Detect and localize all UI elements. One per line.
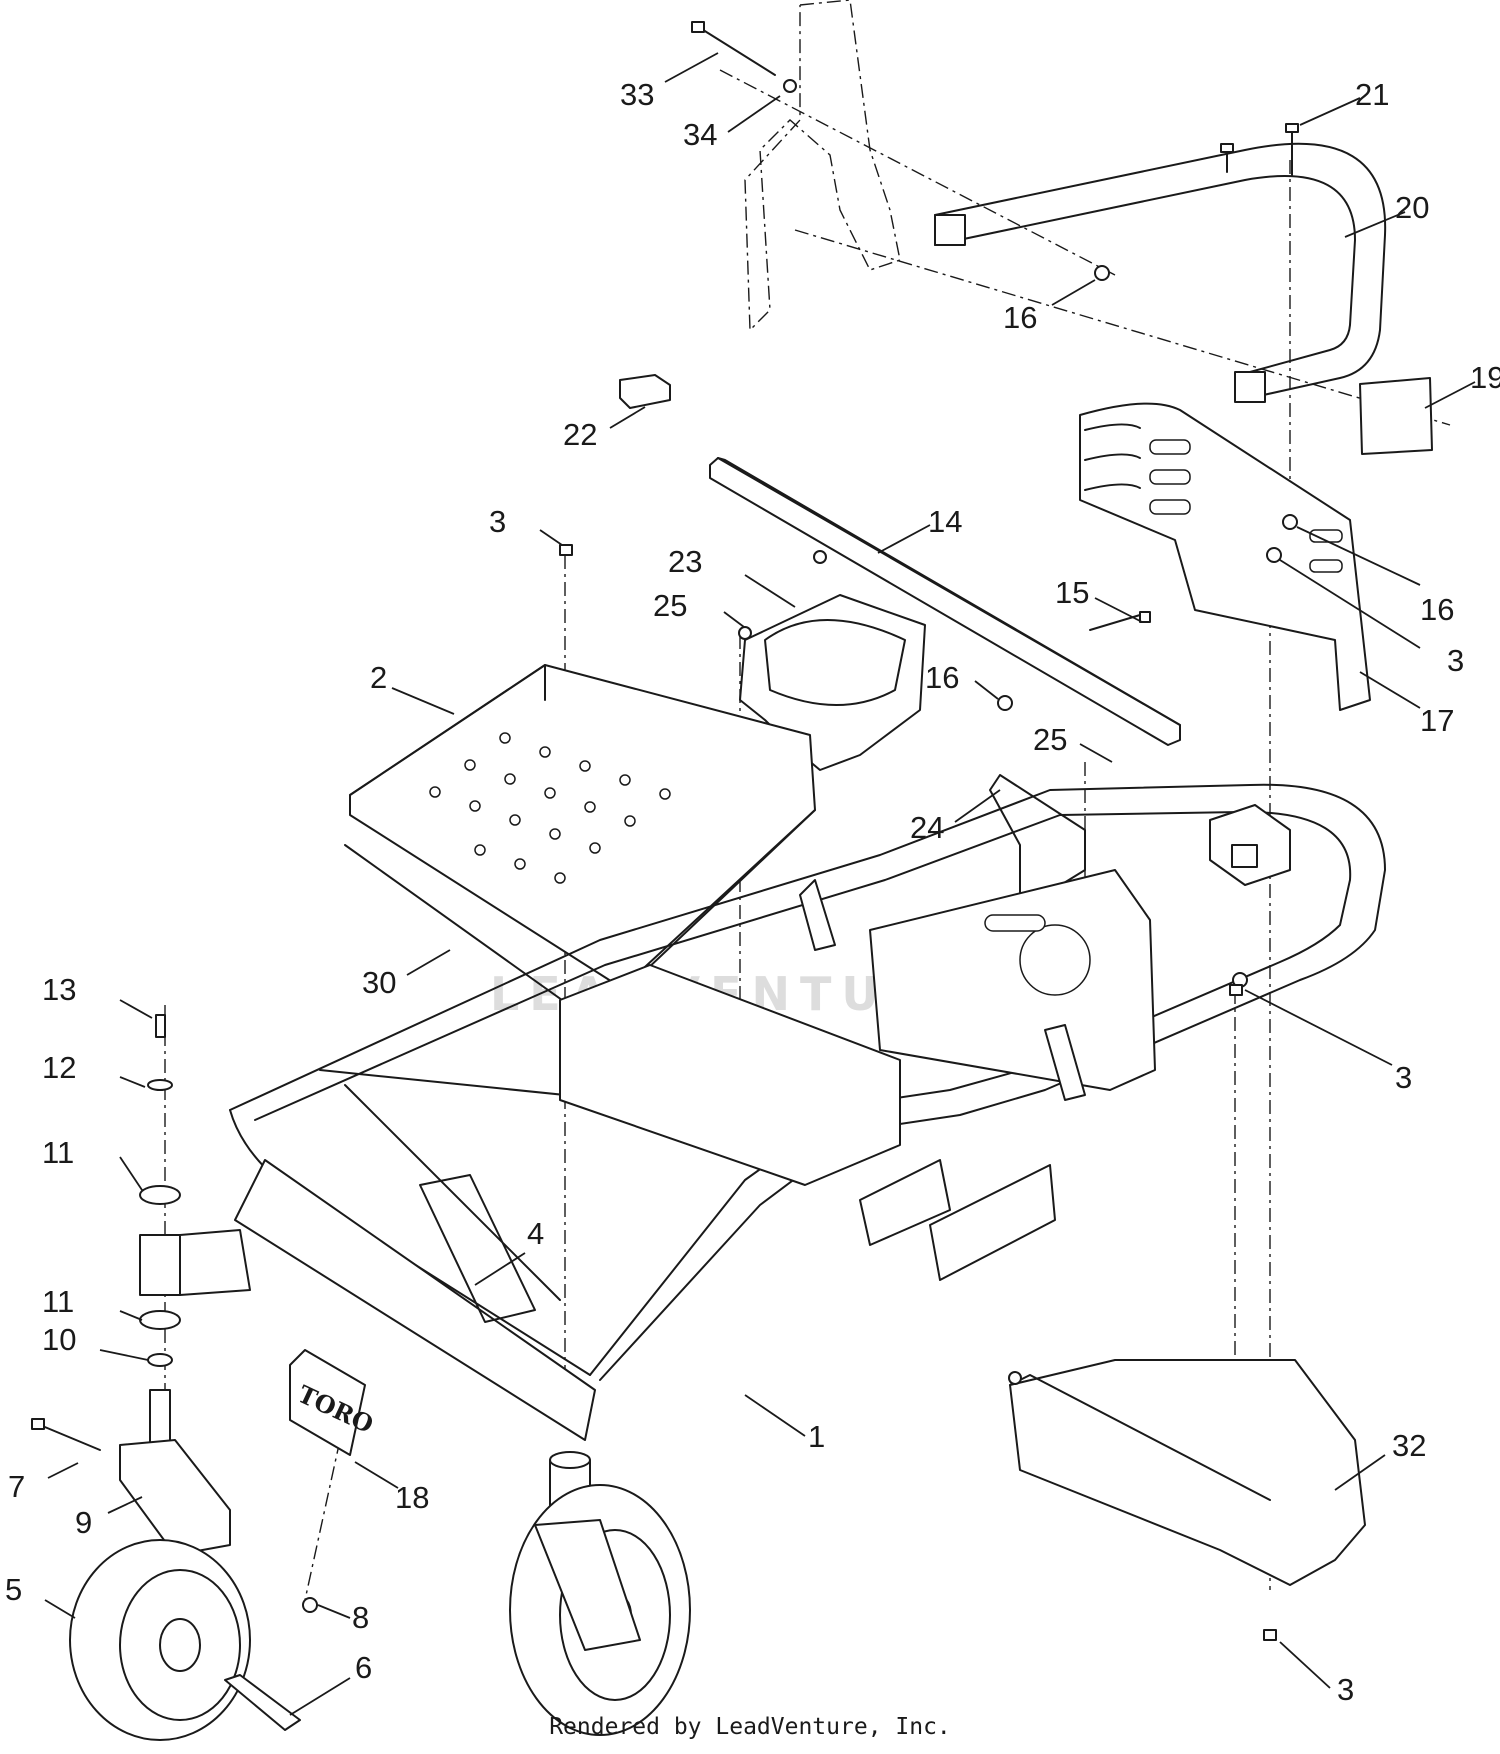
phantom-bracket — [744, 0, 901, 332]
callout-21: 21 — [1355, 77, 1389, 112]
logo-plate-part-18: TORO — [289, 1349, 378, 1456]
nut-part-16 — [1094, 265, 1110, 281]
callout-10: 10 — [42, 1322, 76, 1357]
callout-11: 11 — [42, 1135, 74, 1170]
callout-13: 13 — [42, 972, 76, 1007]
handle-bar-part-20 — [934, 142, 1387, 403]
callout-17: 17 — [1420, 703, 1454, 738]
callout-3: 3 — [1395, 1060, 1412, 1095]
callout-3: 3 — [1337, 1672, 1354, 1707]
callout-numbers: 33 34 21 20 16 22 19 3 14 23 25 15 16 2 … — [5, 77, 1500, 1707]
bolt-part-3 — [559, 544, 1277, 1641]
bolt-part-21 — [1220, 123, 1299, 176]
cover-part-23 — [738, 594, 926, 771]
callout-7: 7 — [8, 1469, 25, 1504]
callout-18: 18 — [395, 1480, 429, 1515]
callout-25: 25 — [1033, 722, 1067, 757]
seal-strip-part-30 — [344, 844, 591, 1021]
callout-6: 6 — [355, 1650, 372, 1685]
callout-16: 16 — [925, 660, 959, 695]
callout-30: 30 — [362, 965, 396, 1000]
callout-3: 3 — [1447, 643, 1464, 678]
guard-part-24 — [989, 774, 1086, 911]
callout-5: 5 — [5, 1572, 22, 1607]
callout-32: 32 — [1392, 1428, 1426, 1463]
plate-holes — [429, 732, 671, 884]
callout-2: 2 — [370, 660, 387, 695]
callout-20: 20 — [1395, 190, 1429, 225]
callout-16: 16 — [1003, 300, 1037, 335]
callout-14: 14 — [928, 504, 962, 539]
callout-33: 33 — [620, 77, 654, 112]
callout-15: 15 — [1055, 575, 1089, 610]
caster-assembly-right — [509, 1451, 691, 1736]
callout-34: 34 — [683, 117, 717, 152]
callout-1: 1 — [808, 1419, 825, 1454]
end-cap-part-22 — [619, 374, 671, 409]
callout-11: 11 — [42, 1284, 74, 1319]
callout-23: 23 — [668, 544, 702, 579]
callout-24: 24 — [910, 810, 944, 845]
callout-4: 4 — [527, 1216, 544, 1251]
plate-part-2 — [349, 664, 816, 991]
callout-3: 3 — [489, 504, 506, 539]
callout-25: 25 — [653, 588, 687, 623]
foot-plate-part-17 — [1079, 402, 1371, 711]
callout-leaders — [44, 52, 1476, 1716]
frame-part-1 — [229, 783, 1386, 1441]
callout-12: 12 — [42, 1050, 76, 1085]
callout-9: 9 — [75, 1505, 92, 1540]
bolt-part-33 — [691, 21, 797, 93]
footer-credit: Rendered by LeadVenture, Inc. — [549, 1714, 951, 1740]
shield-part-32 — [1008, 1359, 1366, 1586]
callout-8: 8 — [352, 1600, 369, 1635]
callout-22: 22 — [563, 417, 597, 452]
decal-part-4 — [419, 1174, 536, 1323]
callout-16: 16 — [1420, 592, 1454, 627]
caster-assembly-left — [31, 1014, 318, 1741]
decal-part-19 — [1359, 377, 1433, 455]
callout-19: 19 — [1470, 360, 1500, 395]
